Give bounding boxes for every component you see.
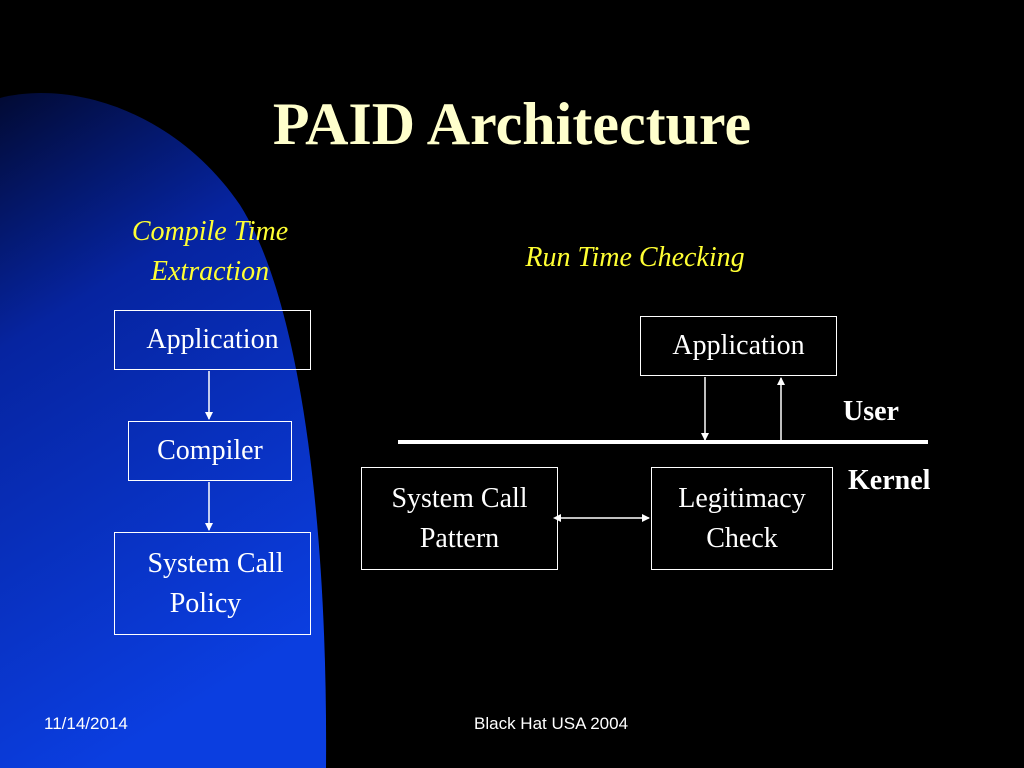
user-label: User [843,396,899,427]
system-call-pattern-box: System Call Pattern [361,467,558,570]
runtime-application-label: Application [672,330,805,361]
compiler-label: Compiler [157,435,263,466]
compile-time-heading: Compile Time Extraction [100,212,320,292]
system-call-pattern-line-2: Pattern [419,522,500,554]
runtime-application-box: Application [640,316,837,376]
slide-title: PAID Architecture [272,91,752,157]
system-call-policy-line-2: Policy [169,587,242,619]
compile-time-heading-line-2: Extraction [150,256,270,287]
system-call-pattern-line-1: System Call [391,482,528,514]
system-call-policy-line-1: System Call [147,547,284,579]
kernel-label: Kernel [848,465,931,496]
footer-date: 11/14/2014 [44,714,128,733]
compiler-box: Compiler [128,421,292,481]
legitimacy-check-box: Legitimacy Check [651,467,833,570]
legitimacy-check-line-2: Check [706,522,778,554]
compile-time-heading-line-1: Compile Time [131,216,289,247]
footer-center: Black Hat USA 2004 [474,714,629,733]
run-time-heading: Run Time Checking [525,242,745,273]
compile-application-label: Application [146,324,279,355]
system-call-policy-box: System Call Policy [114,532,311,635]
compile-application-box: Application [114,310,311,370]
legitimacy-check-line-1: Legitimacy [678,482,806,514]
